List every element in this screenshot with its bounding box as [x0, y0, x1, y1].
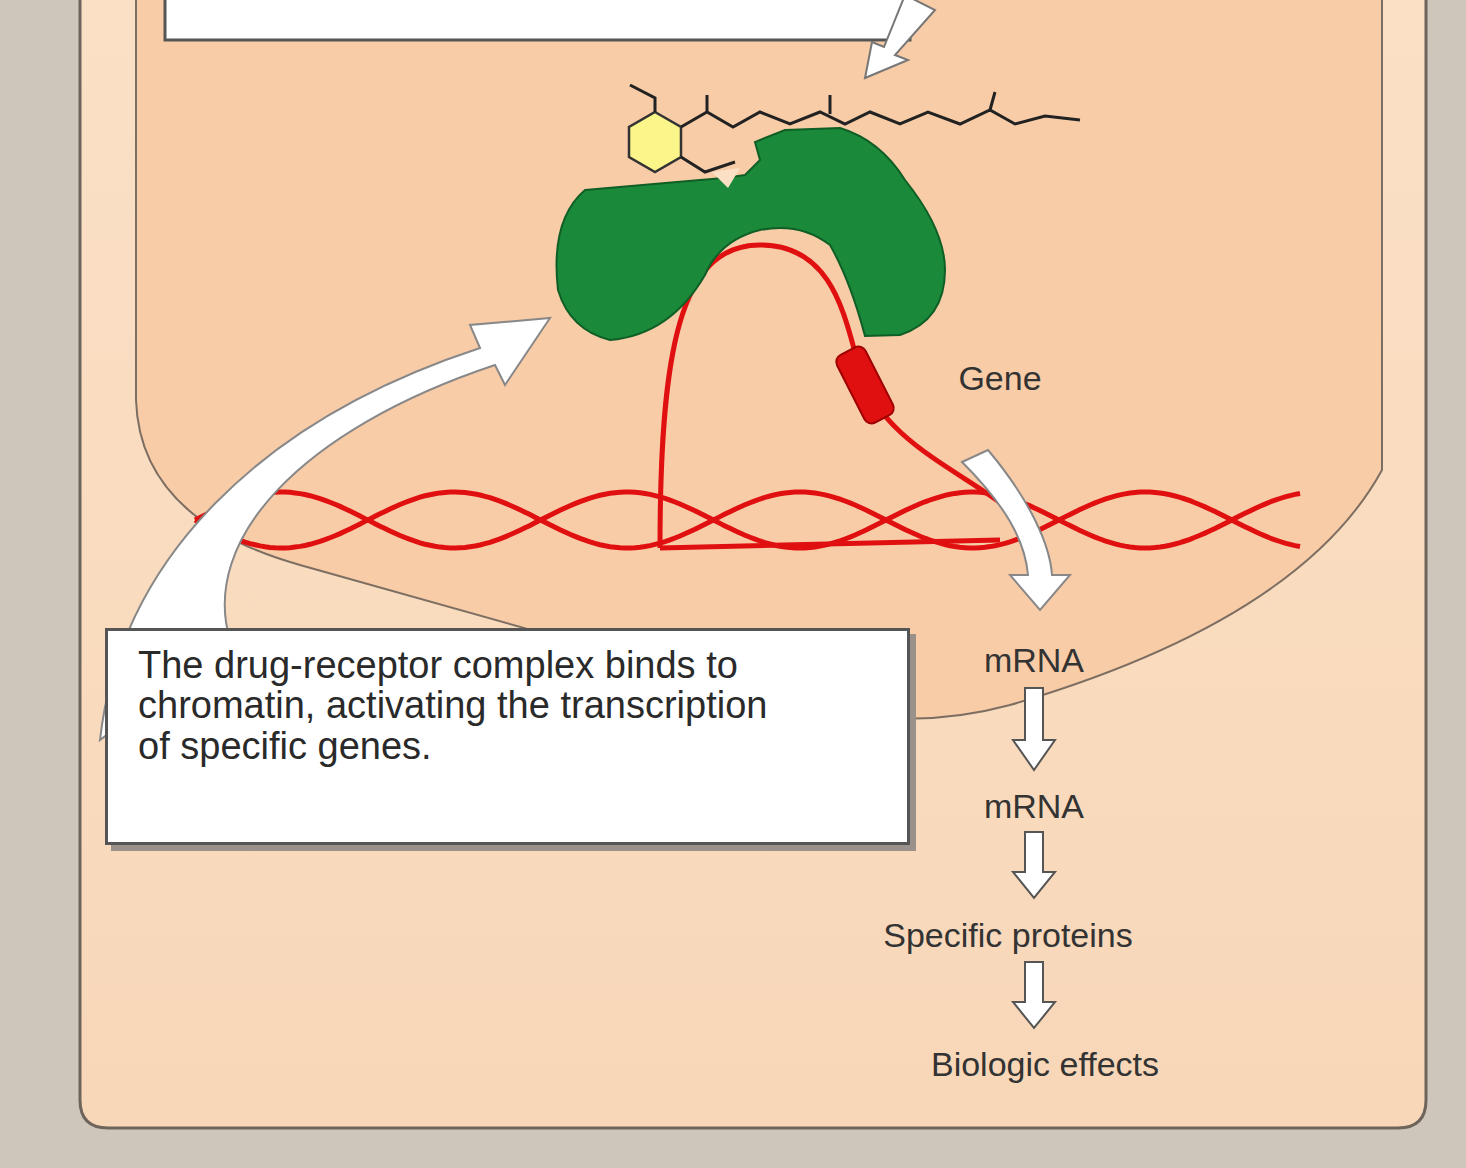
- gene-label: Gene: [958, 359, 1041, 398]
- cell-membrane: [80, 0, 1426, 1128]
- flow-arrows: [1013, 688, 1055, 1028]
- cropped-callout: [165, 0, 910, 40]
- gene-segment: [833, 344, 896, 426]
- callout-box: The drug-receptor complex binds to chrom…: [105, 628, 910, 845]
- transcription-arrow: [962, 450, 1070, 610]
- nucleus: [136, 0, 1382, 719]
- mrna-label: mRNA: [984, 641, 1084, 680]
- entry-arrow: [865, 0, 935, 78]
- effect-label: Biologic effects: [931, 1045, 1159, 1084]
- callout-text: The drug-receptor complex binds to chrom…: [138, 645, 778, 766]
- mrna-label: mRNA: [984, 787, 1084, 826]
- receptor-protein: [557, 128, 945, 340]
- binding-cleft: [712, 168, 740, 188]
- protein-label: Specific proteins: [883, 916, 1132, 955]
